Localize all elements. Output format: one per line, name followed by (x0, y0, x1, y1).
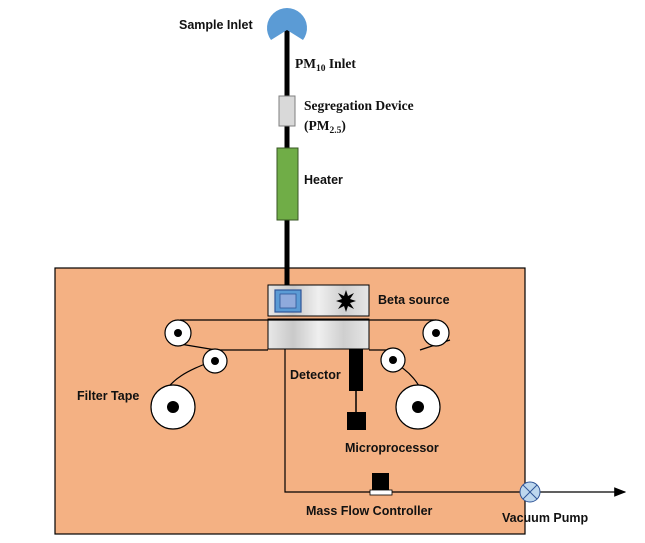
mass-flow-controller-block (372, 473, 389, 491)
label-mass-flow-controller: Mass Flow Controller (306, 504, 433, 518)
label-beta-source: Beta source (378, 293, 450, 307)
label-pm25: (PM2.5) (304, 118, 346, 136)
segregation-device (278, 95, 296, 127)
label-detector: Detector (290, 368, 341, 382)
label-heater: Heater (304, 173, 343, 187)
detector-tube (349, 349, 363, 391)
right-reels (380, 319, 450, 430)
label-sample-inlet: Sample Inlet (179, 18, 253, 32)
label-vacuum-pump: Vacuum Pump (502, 511, 588, 525)
microprocessor-chip (347, 412, 366, 430)
radiation-star-icon (336, 290, 356, 312)
heater-block (276, 147, 299, 221)
detector-block (267, 318, 370, 350)
sample-inlet-icon (267, 8, 307, 40)
label-pm10-inlet: PM10 Inlet (295, 56, 356, 74)
flow-line (284, 349, 520, 493)
label-filter-tape: Filter Tape (77, 389, 139, 403)
label-microprocessor: Microprocessor (345, 441, 439, 455)
vacuum-pump-icon (519, 481, 541, 503)
left-reels (150, 319, 228, 430)
label-segregation-device: Segregation Device (304, 98, 414, 113)
